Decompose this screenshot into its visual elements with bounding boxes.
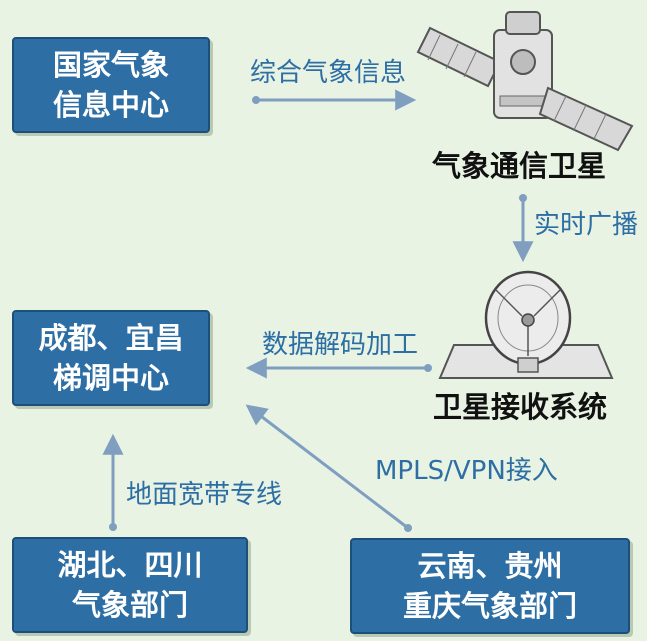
arrow-yunnan-to-chengdu bbox=[245, 404, 409, 530]
node-line: 重庆气象部门 bbox=[402, 589, 577, 623]
node-chengdu-yichang-dispatch-center: 成都、宜昌 梯调中心 bbox=[12, 310, 210, 406]
arrow-start-dot bbox=[109, 523, 117, 531]
satellite-icon bbox=[416, 11, 634, 152]
node-yunnan-guizhou-chongqing-meteorological-dept: 云南、贵州 重庆气象部门 bbox=[350, 538, 630, 634]
node-national-meteorological-info-center: 国家气象 信息中心 bbox=[12, 37, 210, 133]
node-line: 湖北、四川 bbox=[57, 548, 203, 582]
arrow-start-dot bbox=[424, 364, 432, 372]
edge-label-realtime-broadcast: 实时广播 bbox=[534, 210, 639, 240]
edge-label-mpls-vpn: MPLS/VPN接入 bbox=[375, 456, 558, 486]
satellite-dish-icon bbox=[438, 270, 614, 379]
node-line: 梯调中心 bbox=[52, 361, 169, 395]
node-hubei-sichuan-meteorological-dept: 湖北、四川 气象部门 bbox=[12, 537, 248, 633]
node-line: 信息中心 bbox=[52, 88, 169, 122]
edge-label-ground-broadband: 地面宽带专线 bbox=[126, 480, 283, 510]
node-line: 国家气象 bbox=[52, 48, 169, 82]
node-line: 成都、宜昌 bbox=[38, 321, 184, 355]
receiver-caption: 卫星接收系统 bbox=[433, 390, 608, 424]
edge-label-integrated-info: 综合气象信息 bbox=[250, 58, 407, 88]
arrow-start-dot bbox=[519, 194, 527, 202]
node-line: 气象部门 bbox=[71, 588, 188, 622]
arrow-start-dot bbox=[404, 524, 412, 532]
satellite-caption: 气象通信卫星 bbox=[432, 149, 607, 183]
edge-label-data-decoding: 数据解码加工 bbox=[262, 330, 419, 360]
arrow-start-dot bbox=[252, 96, 260, 104]
node-line: 云南、贵州 bbox=[417, 549, 563, 583]
